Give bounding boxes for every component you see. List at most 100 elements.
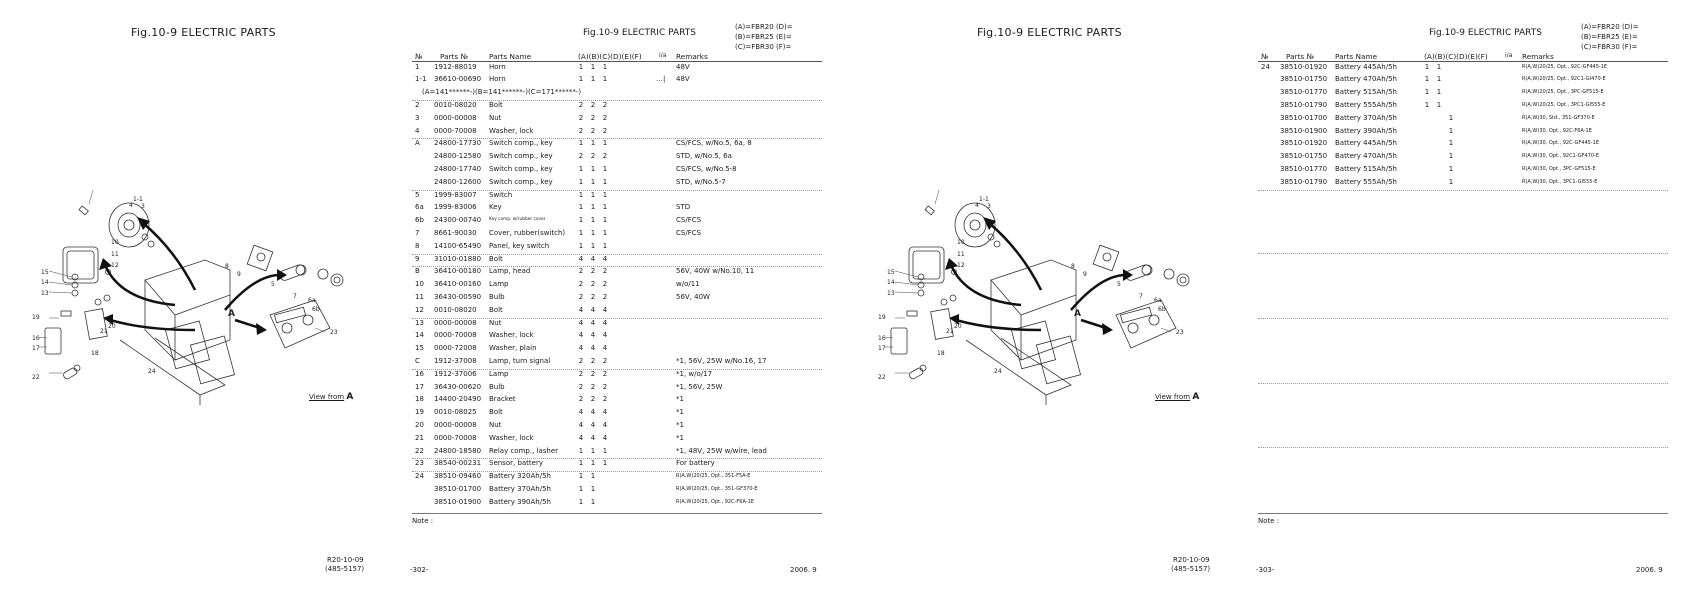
cell-qty: 1 (578, 62, 584, 71)
cell-qty: 1 (602, 190, 608, 199)
cell-remarks: R(A,W)20/25, Opt., 3PC1-GI555-E (1522, 101, 1606, 108)
cell-qty: 1 (1448, 113, 1454, 122)
cell-qty: 1 (578, 190, 584, 199)
cell-remarks: w/o/11 (676, 280, 700, 289)
cell-qty: 2 (602, 267, 608, 276)
cell-no: 1-1 (415, 75, 427, 84)
cell-no: 1 (415, 62, 420, 71)
cell-qty: 4 (578, 433, 584, 442)
cell-part-name: Lamp, turn signal (489, 356, 551, 365)
cell-part-no: 38510-01900 (1280, 126, 1328, 135)
cell-part-no: 24800-12580 (434, 152, 482, 161)
cell-remarks: R(A,W)20/25, Opt., 92C-F6A-1E (676, 498, 754, 505)
cell-no: B (415, 267, 420, 276)
cell-qty: 4 (578, 254, 584, 263)
svg-text:4: 4 (975, 202, 979, 209)
cell-part-no: 1912-37006 (434, 369, 477, 378)
cell-part-no: 0000-70008 (434, 331, 477, 340)
cell-remarks: 48V (676, 75, 690, 84)
callout-4: 4 (129, 202, 133, 209)
cell-qty: 1 (578, 459, 584, 468)
cell-qty: 4 (590, 331, 596, 340)
cell-part-no: 36410-00180 (434, 267, 482, 276)
cell-part-no: 24800-12600 (434, 177, 482, 186)
note-label: Note : (412, 517, 434, 525)
cell-part-no: 38510-01770 (1280, 164, 1328, 173)
cell-qty: 4 (590, 344, 596, 353)
cell-qty: 1 (578, 139, 584, 148)
cell-part-no: 0010-08020 (434, 100, 477, 109)
cell-part-name: Washer, lock (489, 331, 534, 340)
cell-part-name: Bolt (489, 408, 503, 417)
callout-5: 5 (271, 281, 275, 288)
callout-A: A (228, 309, 235, 319)
cell-no: 19 (415, 408, 424, 417)
col-header-ia: i/a (1505, 52, 1513, 59)
col-header-remarks: Remarks (676, 52, 708, 61)
callout-13: 13 (41, 290, 49, 297)
cell-part-name: Washer, plain (489, 344, 537, 353)
cell-qty: 4 (578, 305, 584, 314)
cell-remarks: 56V, 40W w/No.10, 11 (676, 267, 755, 276)
cell-no: A (415, 139, 420, 148)
cell-no: 11 (415, 292, 424, 301)
cell-part-no: 1999-83006 (434, 203, 477, 212)
cell-remarks: R(A,W)30, Opt., 3PC-GF515-E (1522, 165, 1596, 172)
svg-text:14: 14 (887, 279, 895, 286)
cell-qty: 1 (590, 497, 596, 506)
cell-part-no: 38510-01790 (1280, 100, 1328, 109)
cell-qty: 4 (602, 433, 608, 442)
callout-6a: 6a (308, 297, 316, 304)
cell-qty: 1 (1436, 88, 1442, 97)
svg-text:A: A (1074, 309, 1081, 319)
cell-part-no: 24800-17730 (434, 139, 482, 148)
cell-qty: 4 (590, 433, 596, 442)
cell-remarks: *1 (676, 420, 684, 429)
cell-part-name: Relay comp., lasher (489, 446, 559, 455)
cell-remarks: For battery (676, 459, 715, 468)
cell-part-name: Switch comp., key (489, 139, 553, 148)
callout-1-1: 1-1 (133, 196, 143, 203)
cell-part-no: 24800-18580 (434, 446, 482, 455)
cell-part-name: Battery 555Ah/5h (1335, 177, 1397, 186)
cell-qty: 1 (1436, 100, 1442, 109)
cell-qty: 1 (578, 177, 584, 186)
cell-no: 18 (415, 395, 424, 404)
cell-qty: 1 (578, 241, 584, 250)
model-legend: (A)=FBR20 (D)= (B)=FBR25 (E)= (C)=FBR30 … (1581, 23, 1639, 51)
cell-part-name: Bolt (489, 254, 503, 263)
cell-no: 4 (415, 126, 420, 135)
svg-text:18: 18 (937, 350, 945, 357)
cell-part-name: Washer, lock (489, 126, 534, 135)
row-divider (412, 253, 822, 255)
view-from-label: View from A (309, 392, 354, 402)
cell-part-name: Battery 515Ah/5h (1335, 88, 1397, 97)
view-from-label: View from A (1155, 392, 1200, 402)
cell-part-no: 1912-37008 (434, 356, 477, 365)
cell-no: 13 (415, 318, 424, 327)
svg-text:20: 20 (954, 323, 962, 330)
svg-text:10: 10 (957, 239, 965, 246)
cell-remarks: R(A,W)30, Opt., 92C-F6A-1E (1522, 127, 1592, 134)
col-header-qty: (A)(B)(C)(D)(E)(F) (1424, 52, 1488, 61)
cell-qty: 2 (590, 113, 596, 122)
cell-qty: 1 (590, 190, 596, 199)
cell-qty: 1 (602, 216, 608, 225)
table-row: (A=141******-)(B=141******-)(C=171******… (412, 88, 822, 101)
cell-no: 23 (415, 459, 424, 468)
cell-part-no: 38510-01700 (1280, 113, 1328, 122)
cell-remarks: STD, w/No.5, 6a (676, 152, 732, 161)
